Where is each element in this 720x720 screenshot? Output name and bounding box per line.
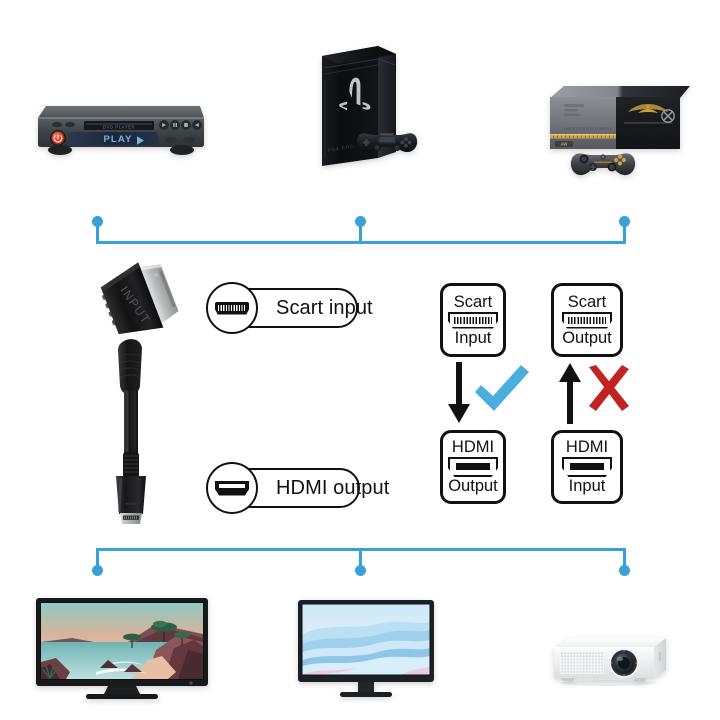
spec-hdmi-output-top: HDMI xyxy=(451,438,495,457)
dvd-player-art: DVD PLAYER PLAY xyxy=(38,106,204,155)
xbox-art: LIMITED EDITION CONSOLE AW xyxy=(550,86,690,176)
hdmi-connector-icon xyxy=(206,462,258,514)
hdmi-output-label-text: HDMI output xyxy=(276,476,390,499)
cross-mark-icon xyxy=(583,365,635,420)
spec-hdmi-input: HDMI Input xyxy=(551,430,623,504)
scart-input-label-pill: Scart input xyxy=(206,282,373,334)
svg-text:AW: AW xyxy=(561,142,568,147)
playstation-art: PS4 PRO xyxy=(322,46,418,166)
down-arrow xyxy=(441,362,481,424)
spec-hdmi-output-bottom: Output xyxy=(448,477,498,495)
spec-hdmi-output: HDMI Output xyxy=(440,430,506,504)
bracket-dot-left xyxy=(92,216,103,227)
bracket-stem-right xyxy=(623,550,626,570)
projector-art xyxy=(554,638,666,686)
bracket-bar xyxy=(96,548,626,551)
computer-monitor xyxy=(298,600,434,700)
bracket-stem-right xyxy=(623,222,626,242)
scart-connector-icon xyxy=(206,282,258,334)
bracket-dot-right xyxy=(619,565,630,576)
scart-input-label-text: Scart input xyxy=(276,296,373,319)
svg-text:HDMI: HDMI xyxy=(125,501,137,506)
svg-text:DVD PLAYER: DVD PLAYER xyxy=(103,124,135,129)
spec-scart-output-top: Scart xyxy=(567,292,607,311)
xbox-logo xyxy=(661,109,675,123)
xbox-controller xyxy=(570,153,636,176)
xbox-emblem xyxy=(628,104,668,113)
spec-scart-input: Scart Input xyxy=(440,283,506,357)
hdmi-connector-icon xyxy=(448,457,498,477)
dvd-player: DVD PLAYER PLAY xyxy=(32,96,208,158)
up-arrow xyxy=(552,362,592,424)
spec-scart-output: Scart Output xyxy=(551,283,623,357)
scart-to-hdmi-adapter: INPUT HDMI xyxy=(96,258,206,528)
dvd-display-text: PLAY xyxy=(103,134,132,145)
play-glyph xyxy=(137,136,144,145)
scart-connector-icon xyxy=(448,311,498,329)
scart-connector-icon xyxy=(562,311,612,329)
hdmi-connector-icon xyxy=(562,457,612,477)
television-art xyxy=(36,598,208,699)
bracket-dot-left xyxy=(92,565,103,576)
source-devices-bracket xyxy=(92,216,630,244)
spec-hdmi-input-top: HDMI xyxy=(565,438,609,457)
bracket-dot-center xyxy=(355,565,366,576)
display-devices-bracket xyxy=(92,548,630,576)
check-mark-icon xyxy=(472,363,532,420)
spec-hdmi-input-bottom: Input xyxy=(568,477,606,495)
bracket-bar xyxy=(96,241,626,244)
bracket-stem-left xyxy=(96,550,99,570)
monitor-art xyxy=(298,600,434,697)
spec-scart-input-bottom: Input xyxy=(454,328,492,347)
bracket-dot-center xyxy=(355,216,366,227)
spec-scart-output-bottom: Output xyxy=(562,328,612,347)
projector xyxy=(548,630,678,690)
playstation-console: PS4 PRO xyxy=(300,38,430,178)
bracket-stem-left xyxy=(96,222,99,242)
playstation-logo xyxy=(339,77,371,111)
dualshock-controller xyxy=(356,133,418,152)
svg-text:PS4 PRO: PS4 PRO xyxy=(327,144,355,154)
adapter-art: INPUT HDMI xyxy=(100,262,179,524)
hdmi-output-label-pill: HDMI output xyxy=(206,462,389,514)
xbox-console: LIMITED EDITION CONSOLE AW xyxy=(540,72,700,184)
spec-scart-input-top: Scart xyxy=(453,292,493,311)
bracket-dot-right xyxy=(619,216,630,227)
television xyxy=(36,598,208,700)
bracket-stem-center xyxy=(359,222,362,242)
bracket-stem-center xyxy=(359,550,362,570)
svg-text:LIMITED EDITION CONSOLE: LIMITED EDITION CONSOLE xyxy=(564,127,613,131)
